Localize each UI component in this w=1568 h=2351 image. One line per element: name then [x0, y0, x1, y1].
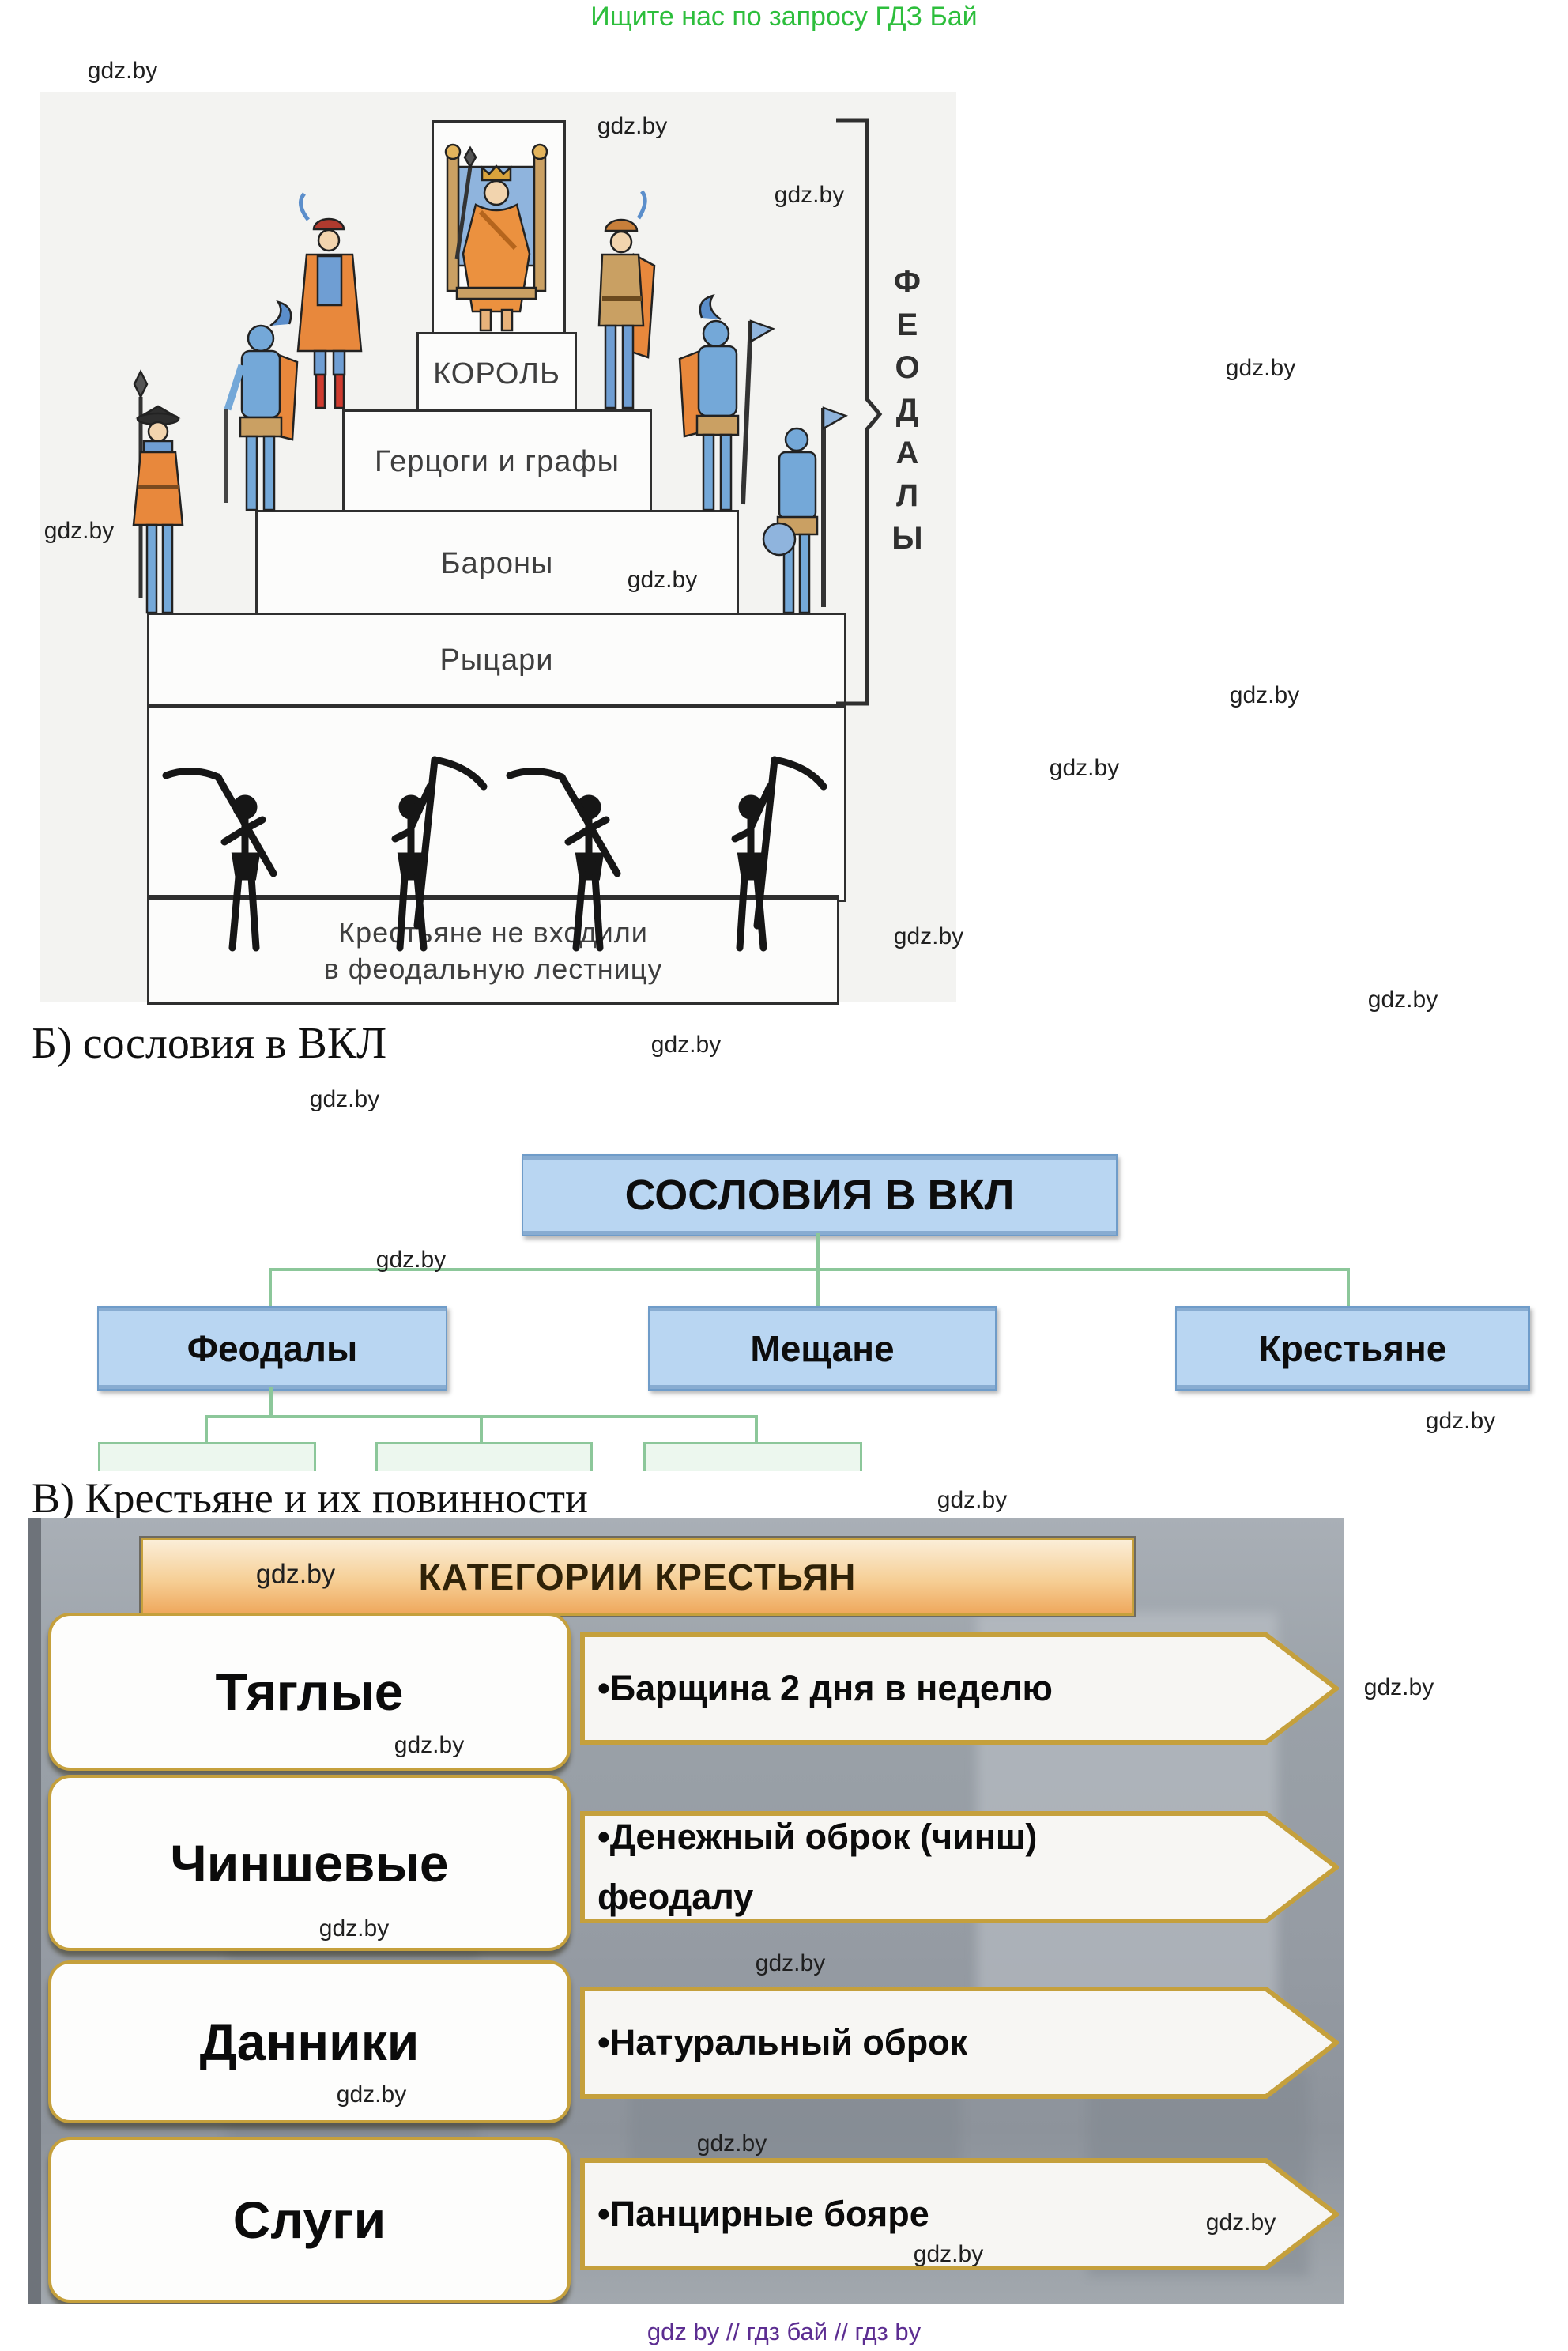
watermark: gdz.by — [627, 567, 698, 593]
arrow-shape-icon — [580, 1811, 1339, 1923]
flow-child-feudals-label: Феодалы — [187, 1327, 358, 1369]
duty-label: •Денежный оброк (чинш) феодалу — [597, 1816, 1038, 1918]
spearman-figure-icon — [132, 369, 184, 614]
flow-connector — [269, 1268, 272, 1306]
promo-banner: Ищите нас по запросу ГДЗ Бай — [590, 2, 978, 32]
duty-label: •Натуральный оброк — [597, 2021, 968, 2062]
watermark: gdz.by — [1049, 755, 1120, 781]
flow-root-box: СОСЛОВИЯ В ВКЛ — [522, 1154, 1118, 1236]
category-box-slugi: Слуги — [48, 2137, 571, 2303]
watermark: gdz.by — [650, 1032, 722, 1058]
watermark: gdz.by — [774, 182, 845, 208]
category-box-danniki: Данники — [48, 1960, 571, 2123]
flow-connector — [755, 1415, 758, 1443]
tier-knights-label: Рыцари — [439, 643, 554, 677]
flow-root-label: СОСЛОВИЯ В ВКЛ — [624, 1172, 1015, 1219]
duty-arrow-tyaglye: •Барщина 2 дня в неделю — [580, 1628, 1339, 1749]
category-label: Тяглые — [215, 1662, 404, 1721]
watermark: gdz.by — [375, 1247, 447, 1273]
watermark: gdz.by — [1367, 987, 1438, 1013]
watermark: gdz.by — [318, 1915, 390, 1942]
watermark: gdz.by — [696, 2130, 767, 2157]
category-box-tyaglye: Тяглые — [48, 1613, 571, 1771]
watermark: gdz.by — [394, 1732, 465, 1758]
category-label: Слуги — [232, 2191, 386, 2249]
flow-connector — [816, 1233, 820, 1270]
peasants-band — [147, 704, 846, 902]
tier-king-label: КОРОЛЬ — [433, 357, 560, 391]
category-box-chinshevye: Чиншевые — [48, 1775, 571, 1951]
watermark: gdz.by — [597, 113, 668, 139]
feudals-side-label: ФЕОДАЛЫ — [891, 265, 923, 556]
flow-connector — [816, 1268, 820, 1306]
watermark: gdz.by — [1205, 2209, 1276, 2236]
flow-subbox — [643, 1442, 862, 1471]
flow-subbox — [98, 1442, 316, 1471]
caption-line2: в феодальную лестницу — [323, 953, 663, 985]
watermark: gdz.by — [43, 518, 115, 544]
duty-arrow-chinshevye: •Денежный оброк (чинш) феодалу — [580, 1807, 1339, 1927]
category-label: Чиншевые — [170, 1833, 449, 1892]
noble-right-figure-icon — [597, 190, 656, 409]
watermark: gdz.by — [1225, 355, 1296, 381]
section-v-heading: В) Крестьяне и их повинности — [32, 1474, 588, 1522]
category-label: Данники — [199, 2013, 420, 2071]
watermark: gdz.by — [1229, 682, 1300, 708]
watermark: gdz.by — [255, 1559, 336, 1590]
categories-banner: КАТЕГОРИИ КРЕСТЬЯН — [141, 1538, 1134, 1616]
duty-arrow-danniki: •Натуральный оброк — [580, 1983, 1339, 2103]
pyramid-figures-illustration — [132, 118, 883, 952]
arrow-shape-icon — [580, 1632, 1339, 1745]
flow-child-peasants: Крестьяне — [1175, 1306, 1530, 1391]
tier-barons-label: Бароны — [440, 546, 554, 580]
flow-child-burghers: Мещане — [648, 1306, 997, 1391]
watermark: gdz.by — [87, 58, 158, 84]
peasant-silhouettes-icon — [162, 756, 827, 952]
watermark: gdz.by — [913, 2241, 984, 2267]
duty-label: •Панцирные бояре — [597, 2193, 929, 2234]
flow-subbox — [375, 1442, 593, 1471]
tier-king: КОРОЛЬ — [416, 332, 577, 416]
flow-connector — [480, 1415, 483, 1443]
categories-banner-label: КАТЕГОРИИ КРЕСТЬЯН — [418, 1556, 857, 1598]
flow-connector — [270, 1387, 273, 1417]
noble-left-figure-icon — [296, 192, 363, 409]
feudals-bracket-icon — [836, 118, 883, 706]
image-left-edge — [28, 1518, 41, 2304]
knight-right-figure-icon — [678, 293, 775, 511]
duty-arrow-slugi: •Панцирные бояре — [580, 2154, 1339, 2274]
watermark: gdz.by — [893, 923, 964, 949]
flow-child-burghers-label: Мещане — [750, 1327, 895, 1369]
knight-left-figure-icon — [224, 300, 299, 511]
duty-label: •Барщина 2 дня в неделю — [597, 1667, 1053, 1708]
flow-connector — [205, 1415, 208, 1443]
watermark: gdz.by — [755, 1950, 826, 1976]
watermark: gdz.by — [309, 1086, 380, 1112]
flow-connector — [1347, 1268, 1350, 1306]
watermark: gdz.by — [1425, 1408, 1496, 1434]
halberdier-figure-icon — [762, 406, 848, 614]
flow-child-feudals: Феодалы — [97, 1306, 447, 1391]
flow-connector — [269, 1268, 1350, 1271]
arrow-shape-icon — [580, 1987, 1339, 2099]
peasant-categories-image: КАТЕГОРИИ КРЕСТЬЯН Тяглые •Барщина 2 дня… — [28, 1518, 1344, 2304]
king-figure-icon — [444, 143, 548, 332]
footer-links: gdz by // гдз бай // гдз by — [646, 2318, 922, 2345]
section-b-heading: Б) сословия в ВКЛ — [32, 1019, 387, 1068]
flow-child-peasants-label: Крестьяне — [1258, 1327, 1447, 1369]
watermark: gdz.by — [336, 2081, 407, 2108]
feudal-pyramid-image: КОРОЛЬ Герцоги и графы Бароны Рыцари Кре… — [40, 92, 956, 1005]
tier-dukes-label: Герцоги и графы — [375, 445, 620, 478]
watermark: gdz.by — [937, 1487, 1008, 1513]
watermark: gdz.by — [1363, 1674, 1434, 1700]
arrow-shape-icon — [580, 2158, 1339, 2270]
tier-dukes: Герцоги и графы — [342, 409, 652, 515]
